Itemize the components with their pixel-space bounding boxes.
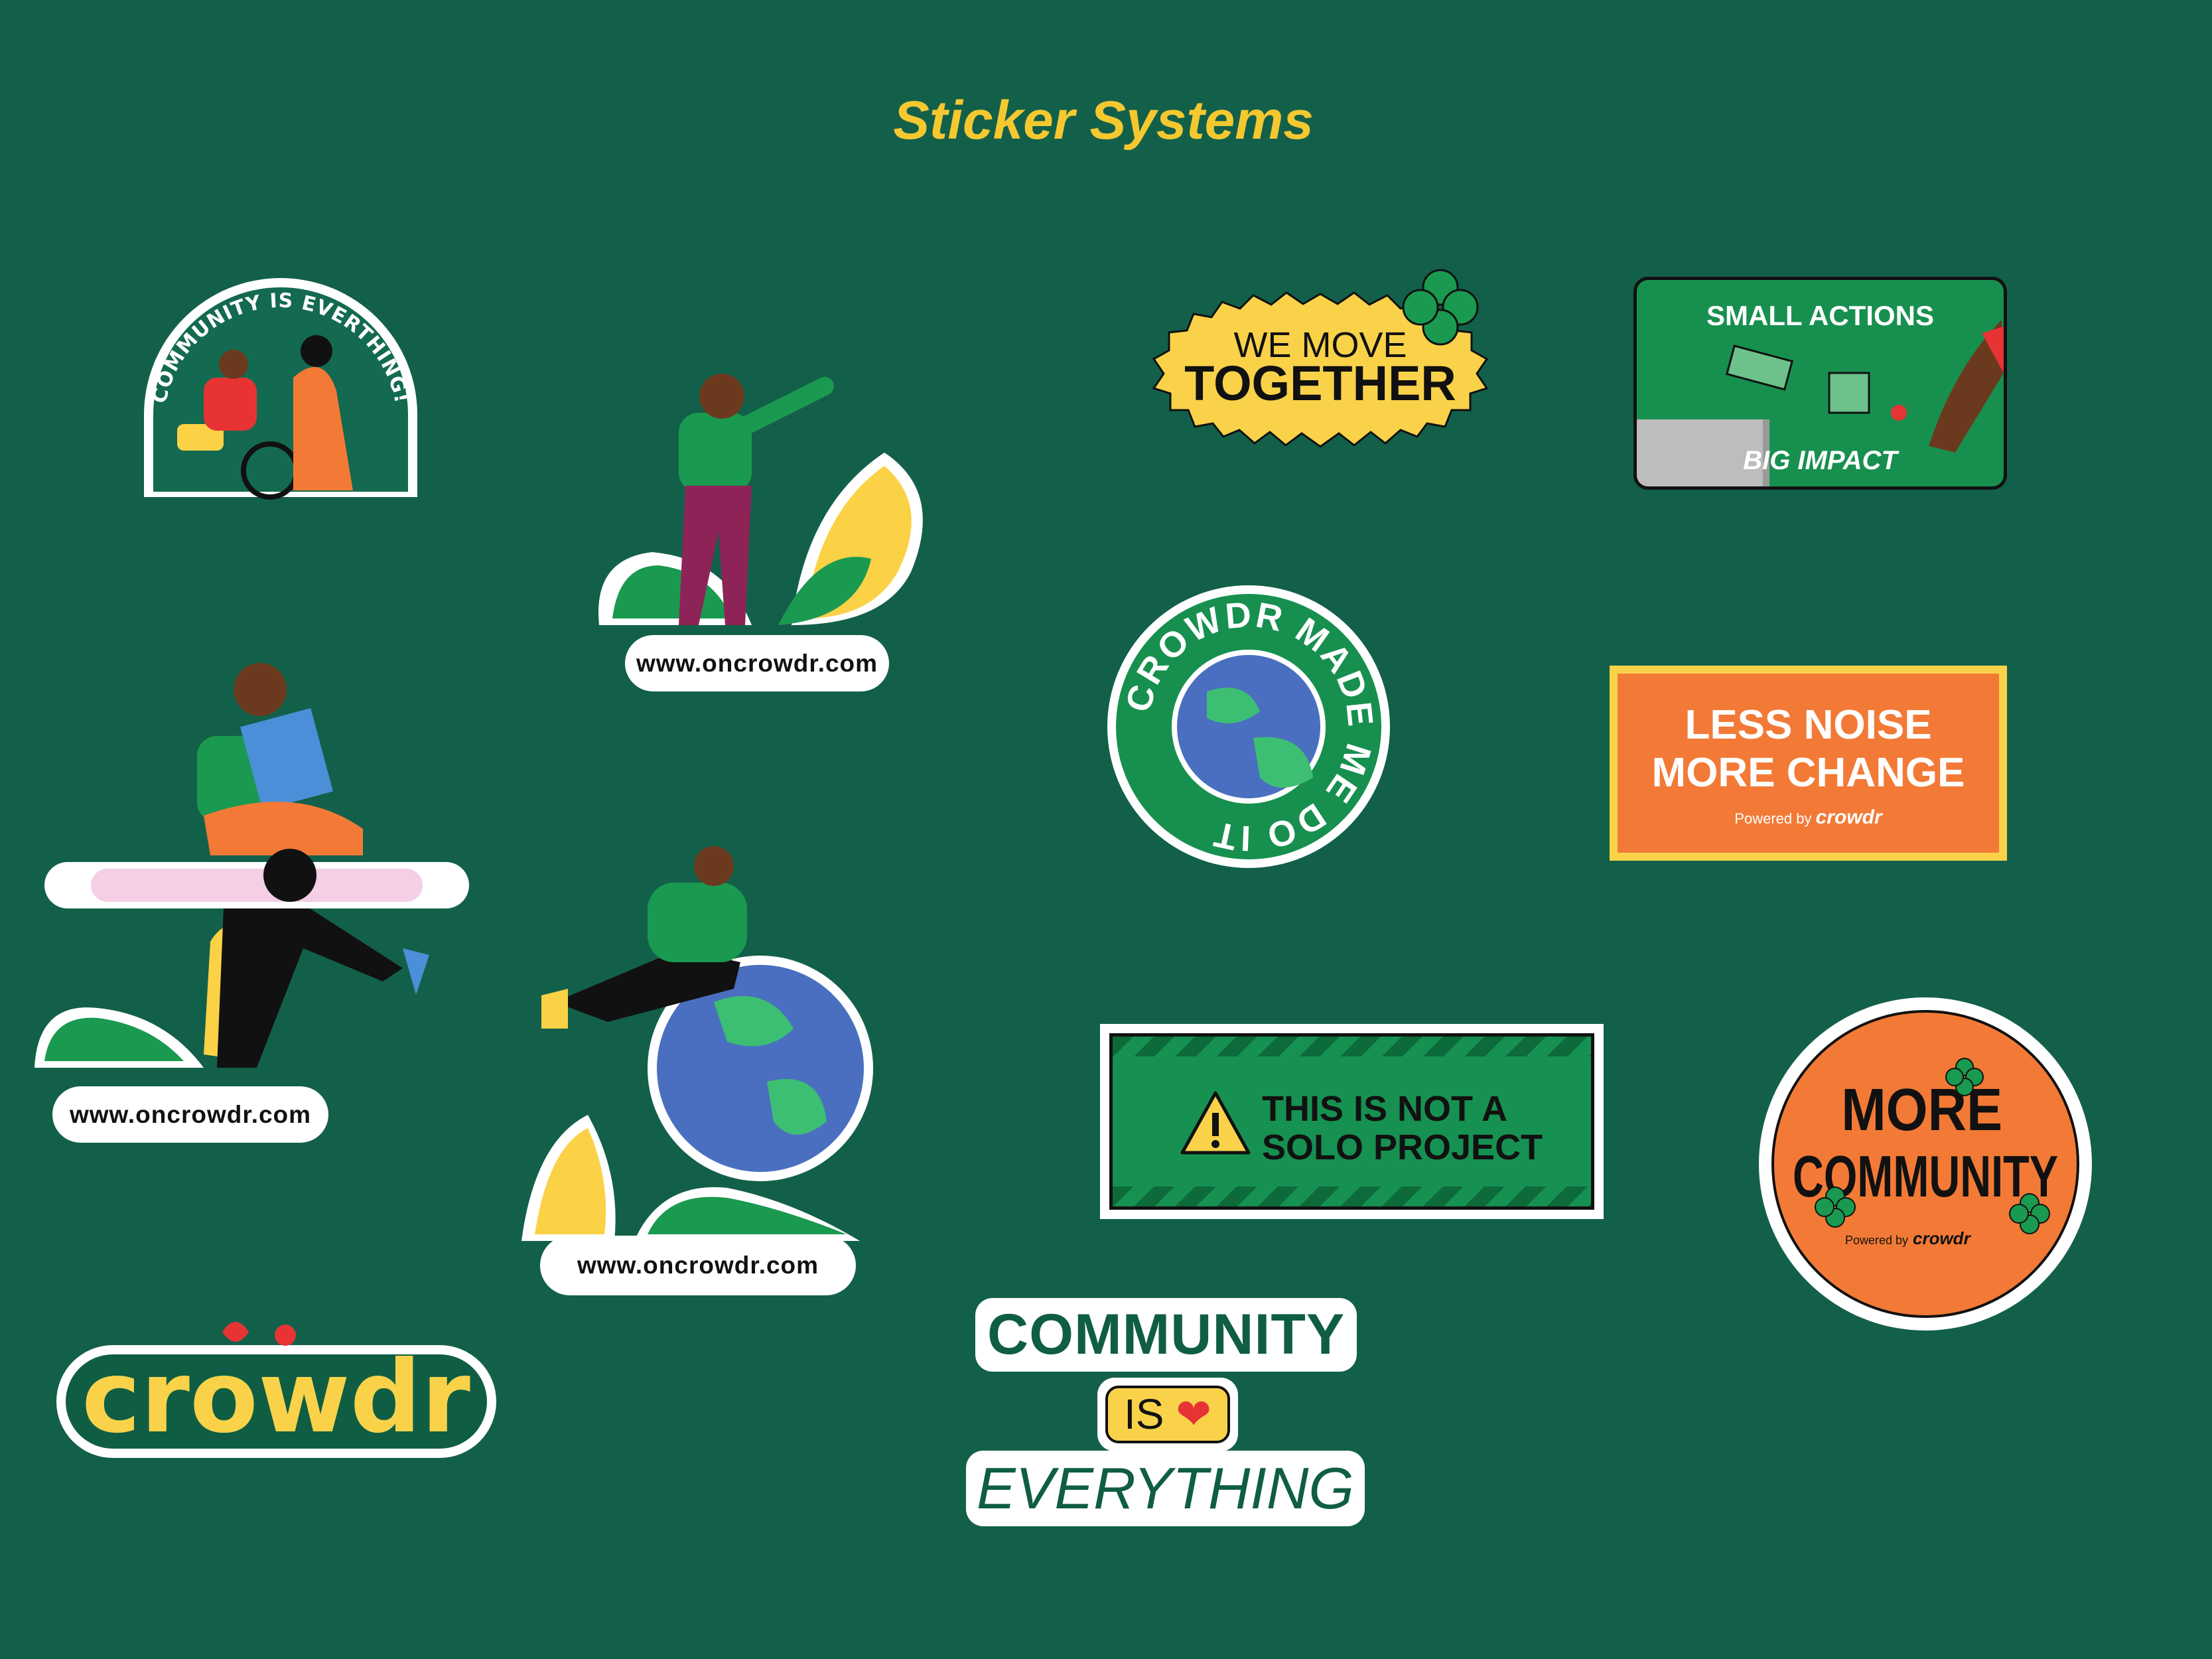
cie-line1: COMMUNITY (975, 1298, 1357, 1372)
sticker-solo-project: THIS IS NOT A SOLO PROJECT (1100, 1024, 1604, 1219)
brand-label: crowdr (1815, 806, 1882, 828)
clover-icon (2009, 1193, 2050, 1234)
small-actions-line1: SMALL ACTIONS (1706, 300, 1934, 331)
sticker-person-plants (592, 360, 942, 638)
url-badge[interactable]: www.oncrowdr.com (625, 635, 889, 691)
solo-line1: THIS IS NOT A (1262, 1089, 1508, 1129)
brand-label: crowdr (1913, 1228, 1972, 1248)
logo-text: crowdr (82, 1340, 470, 1455)
clover-icon (1402, 269, 1479, 346)
crowdr-logo: crowdr (56, 1305, 496, 1460)
clover-icon (1945, 1058, 1984, 1096)
sticker-globe-jumper (515, 830, 877, 1248)
warning-icon (1180, 1091, 1251, 1155)
we-move-line1: WE MOVE (1233, 325, 1407, 365)
url-badge[interactable]: www.oncrowdr.com (540, 1236, 856, 1295)
more-line1: MORE (1841, 1076, 2002, 1143)
url-badge[interactable]: www.oncrowdr.com (52, 1086, 328, 1143)
less-noise-line1: LESS NOISE (1685, 702, 1932, 748)
powered-by-label: Powered by (1734, 810, 1812, 827)
sticker-small-actions: SMALL ACTIONS BIG IMPACT (1633, 277, 2007, 490)
powered-by-label: Powered by (1845, 1234, 1908, 1247)
sticker-we-move-together: WE MOVE TOGETHER (1145, 261, 1495, 455)
sticker-more-community: MORE COMMUNITY Powered by crowdr (1759, 997, 2092, 1331)
we-move-line2: TOGETHER (1184, 356, 1456, 411)
solo-line2: SOLO PROJECT (1262, 1127, 1543, 1167)
clover-icon (1815, 1187, 1856, 1228)
sticker-community-arc: COMMUNITY IS EVERTHING! (124, 258, 437, 510)
small-actions-line2: BIG IMPACT (1743, 446, 1898, 475)
sticker-less-noise: LESS NOISE MORE CHANGE Powered by crowdr (1610, 666, 2007, 861)
sticker-crowdr-made-me-do-it: CROWDR MADE ME DO IT (1107, 585, 1390, 868)
sticker-community-is-everything: COMMUNITY IS ❤ EVERYTHING (966, 1298, 1371, 1528)
less-noise-line2: MORE CHANGE (1651, 750, 1965, 796)
sticker-two-people (31, 656, 480, 1094)
cie-line2: IS (1124, 1390, 1164, 1438)
cie-line3: EVERYTHING (966, 1451, 1365, 1526)
heart-icon: ❤ (1176, 1390, 1211, 1438)
page-title: Sticker Systems (893, 90, 1314, 151)
